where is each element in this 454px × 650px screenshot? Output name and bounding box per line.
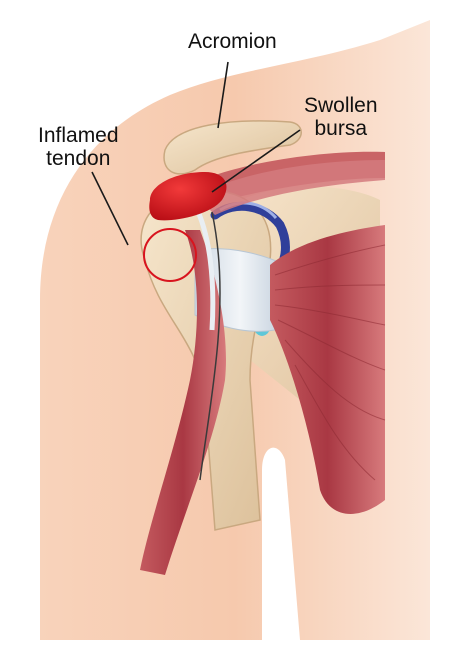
inflamed-tendon-label-line1: Inflamed bbox=[38, 124, 119, 147]
inflamed-tendon-label-line2: tendon bbox=[38, 147, 119, 170]
inflamed-tendon-label: Inflamed tendon bbox=[38, 124, 119, 170]
acromion-label-text: Acromion bbox=[188, 30, 277, 53]
swollen-bursa-label-line1: Swollen bbox=[304, 94, 378, 117]
swollen-bursa-label-line2: bursa bbox=[304, 117, 378, 140]
swollen-bursa-label: Swollen bursa bbox=[304, 94, 378, 140]
acromion-label: Acromion bbox=[188, 30, 277, 53]
